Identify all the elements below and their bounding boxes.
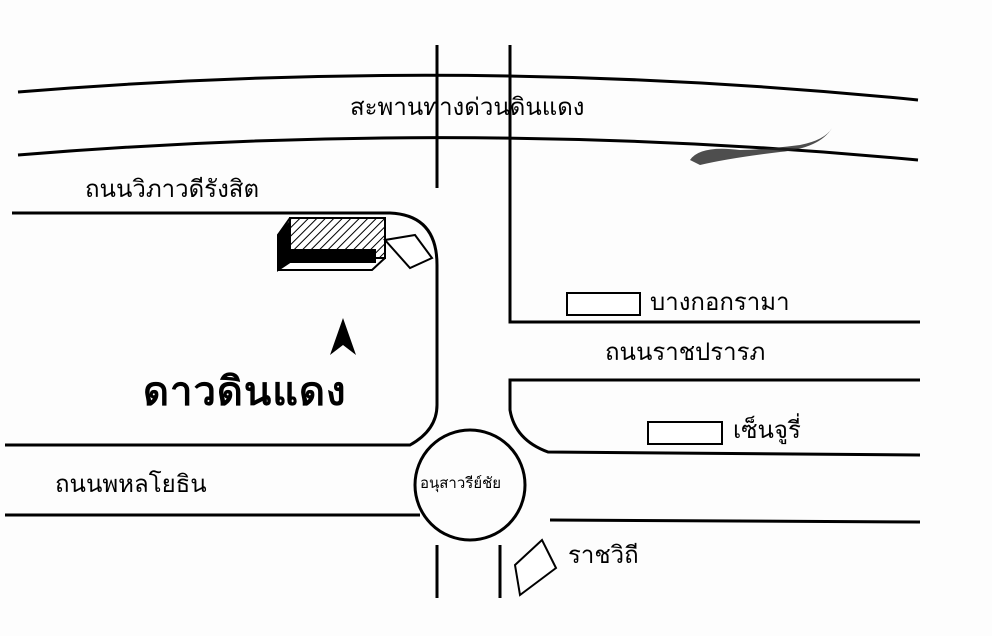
expressway-ramp <box>690 128 832 165</box>
road-right-vertical-top <box>508 45 920 324</box>
ratchawithi-north <box>549 518 921 524</box>
expressway-label: สะพานทางด่วนดินแดง <box>350 93 585 121</box>
ratchawithi-label: ราชวิถี <box>568 541 639 569</box>
ratchawithi-island <box>513 538 558 597</box>
vibhavadi-road-label: ถนนวิภาวดีรังสิต <box>85 175 260 203</box>
century-label: เซ็นจูรี่ <box>733 416 801 444</box>
century-building <box>647 421 723 445</box>
bangkok-rama-building <box>566 292 641 316</box>
ratchaprarop-road-label: ถนนราชปรารภ <box>605 338 766 366</box>
bangkok-rama-label: บางกอกรามา <box>650 288 790 316</box>
ratchaprarop-south <box>508 378 921 457</box>
north-arrow-icon <box>330 318 356 355</box>
place-title: ดาวดินแดง <box>143 369 347 415</box>
building-icon <box>277 217 434 272</box>
expressway-top-edge <box>17 73 919 102</box>
phahonyothin-road-label: ถนนพหลโยธิน <box>55 470 207 498</box>
victory-monument-circle <box>413 428 527 542</box>
victory-monument-label: อนุสาวรีย์ชัย <box>420 474 502 492</box>
vibhavadi-bottom-edge <box>5 211 439 447</box>
